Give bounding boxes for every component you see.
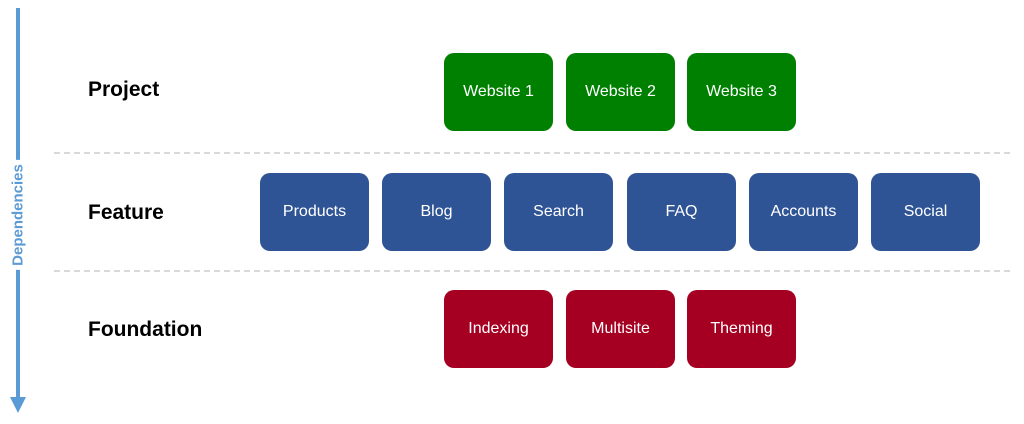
box-website-3: Website 3 — [687, 53, 796, 131]
box-blog: Blog — [382, 173, 491, 251]
dependencies-axis: Dependencies — [0, 0, 40, 424]
box-indexing: Indexing — [444, 290, 553, 368]
box-search: Search — [504, 173, 613, 251]
box-social: Social — [871, 173, 980, 251]
divider-project-feature — [54, 152, 1010, 154]
box-products: Products — [260, 173, 369, 251]
layer-label-foundation: Foundation — [88, 318, 203, 341]
axis-label: Dependencies — [7, 160, 29, 270]
box-faq: FAQ — [627, 173, 736, 251]
layer-label-project: Project — [88, 78, 160, 101]
arrow-down-icon — [10, 397, 26, 413]
layer-label-feature: Feature — [88, 201, 164, 224]
divider-feature-foundation — [54, 270, 1010, 272]
box-accounts: Accounts — [749, 173, 858, 251]
box-website-2: Website 2 — [566, 53, 675, 131]
box-website-1: Website 1 — [444, 53, 553, 131]
box-multisite: Multisite — [566, 290, 675, 368]
box-theming: Theming — [687, 290, 796, 368]
